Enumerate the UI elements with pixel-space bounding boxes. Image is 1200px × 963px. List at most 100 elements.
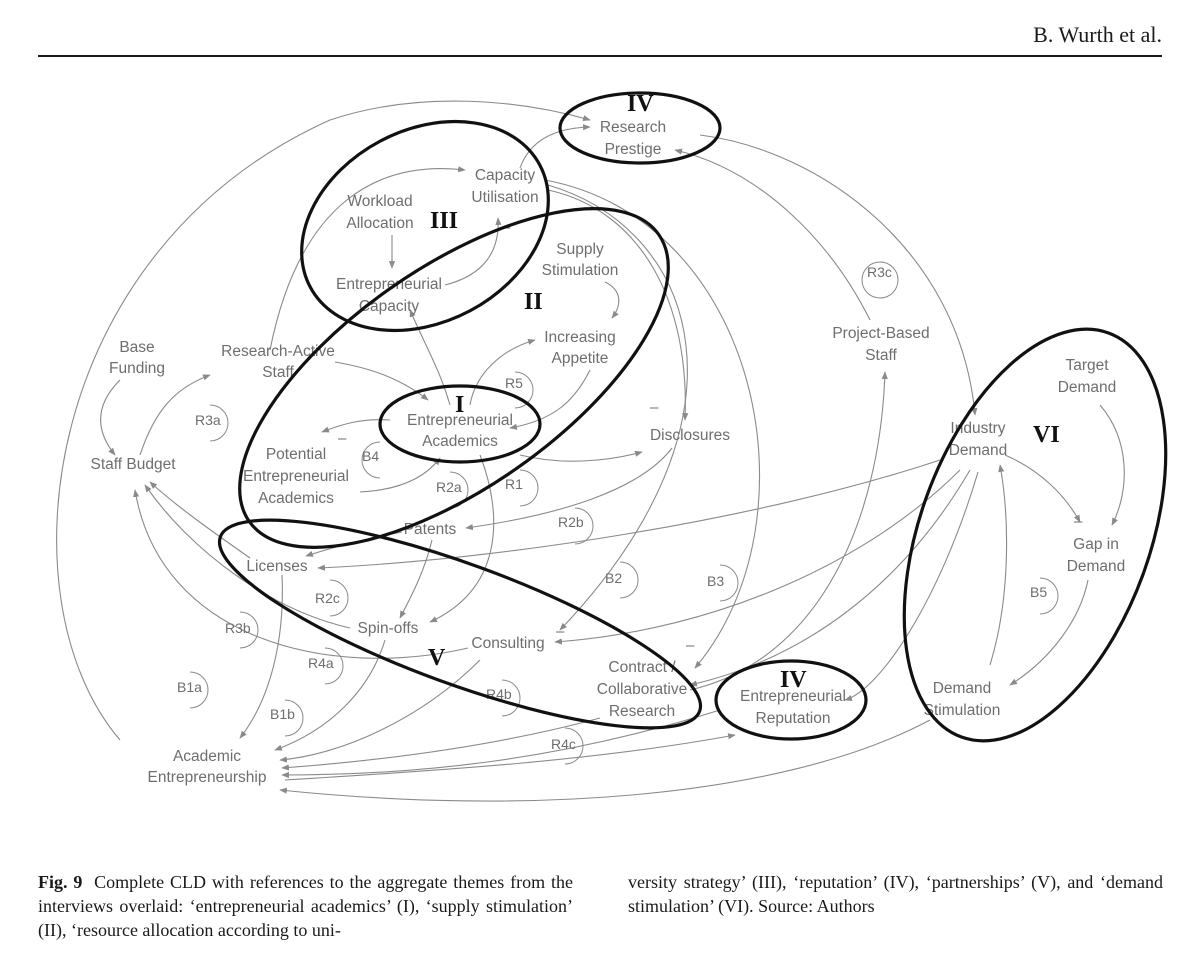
loop-R4c: R4c: [551, 727, 584, 765]
link-consulting-staff-budget: [133, 489, 469, 659]
node-spin-offs: Spin-offs: [358, 620, 419, 637]
theme-label-v: V: [428, 645, 446, 671]
link-project-based-research-prestige: [674, 148, 871, 321]
svg-text:R5: R5: [505, 375, 523, 391]
polarity-minus: –: [1074, 513, 1083, 530]
svg-text:B2: B2: [605, 570, 622, 586]
loop-R5: R5: [505, 371, 534, 409]
causal-links: [56, 100, 1125, 802]
theme-overlays: IV III II I V IV VI: [217, 91, 1168, 743]
polarity-minus: –: [650, 399, 659, 416]
theme-ellipse-i: [378, 384, 542, 464]
polarity-minus: –: [686, 637, 695, 654]
theme-ellipse-iv-bottom: [714, 659, 868, 741]
link-capacity-utilisation-disclosures: [547, 189, 689, 421]
svg-text:R2c: R2c: [315, 590, 340, 606]
loop-R4a: R4a: [308, 647, 344, 685]
theme-label-i: I: [455, 392, 464, 418]
link-consulting-academic-entrepreneurship: [279, 659, 481, 763]
link-industry-contract: [689, 469, 971, 687]
link-entrepreneurial-spin-offs: [429, 454, 495, 623]
link-industry-entrepreneurial-reputation: [844, 471, 979, 702]
link-target-gap: [1099, 404, 1125, 526]
causal-loop-diagram: R3c R5 R3a B4 R2a R1 R2b R2c B2 B3 R3b R…: [56, 91, 1168, 802]
theme-ellipse-iii: [300, 119, 550, 333]
figure-caption-left: Fig. 9 Complete CLD with references to t…: [38, 870, 573, 942]
theme-label-vi: VI: [1033, 422, 1060, 448]
loop-B1a: B1a: [177, 671, 209, 709]
link-demand-stimulation-industry: [989, 464, 1008, 666]
svg-text:R4c: R4c: [551, 736, 576, 752]
theme-label-iv-bottom: IV: [780, 667, 807, 693]
loop-B1b: B1b: [270, 699, 304, 737]
svg-text:R2b: R2b: [558, 514, 584, 530]
link-supply-increasing: [604, 281, 620, 319]
link-patents-spin-offs: [399, 539, 433, 619]
link-academic-entrepreneurship-research-prestige: [56, 100, 591, 741]
loop-B2: B2: [605, 561, 639, 599]
link-staff-budget-capacity-utilisation: [269, 166, 466, 351]
figure-label: Fig. 9: [38, 872, 83, 892]
link-potential-entrepreneurial: [359, 457, 441, 493]
loop-R3a: R3a: [195, 404, 229, 442]
link-entrepreneurial-capacity-capacity-utilisation: [444, 217, 502, 286]
link-demand-stimulation-academic-entrepreneurship: [279, 719, 931, 802]
link-base-funding-staff-budget: [100, 379, 121, 456]
link-entrepreneurial-capacity-back: [409, 309, 451, 406]
node-disclosures: Disclosures: [650, 427, 730, 444]
node-patents: Patents: [404, 521, 457, 538]
link-disclosures-patents: [465, 447, 673, 531]
link-capacity-utilisation-research-prestige: [519, 124, 591, 169]
svg-text:R2a: R2a: [436, 479, 462, 495]
figure-caption-right: versity strategy’ (III), ‘reputation’ (I…: [628, 870, 1163, 918]
node-consulting: Consulting: [471, 635, 544, 652]
loop-B5: B5: [1030, 577, 1059, 615]
svg-text:R1: R1: [505, 476, 523, 492]
svg-text:B4: B4: [362, 448, 379, 464]
link-capacity-utilisation-consulting: [547, 184, 688, 631]
link-industry-gap: [1004, 454, 1081, 523]
loop-R1: R1: [505, 469, 539, 507]
loop-R2b: R2b: [558, 507, 594, 545]
svg-text:R3a: R3a: [195, 412, 221, 428]
link-research-active-entrepreneurial: [334, 361, 429, 401]
theme-ellipse-iv-top: [558, 91, 722, 165]
svg-text:B1a: B1a: [177, 679, 202, 695]
loop-R3b: R3b: [225, 611, 259, 649]
loop-R2c: R2c: [315, 579, 349, 617]
link-research-prestige-industry: [699, 134, 978, 416]
svg-text:B5: B5: [1030, 584, 1047, 600]
svg-text:R3b: R3b: [225, 620, 251, 636]
node-licenses: Licenses: [246, 558, 307, 575]
caption-text-right: versity strategy’ (III), ‘reputation’ (I…: [628, 872, 1163, 916]
polarity-minus: –: [556, 623, 565, 640]
link-increasing-entrepreneurial: [509, 369, 591, 430]
link-contract-academic-entrepreneurship: [281, 717, 601, 771]
link-entrepreneurial-increasing: [469, 338, 536, 406]
loop-B3: B3: [707, 564, 739, 602]
header-author: B. Wurth et al.: [1033, 22, 1162, 47]
theme-label-iii: III: [430, 208, 458, 234]
link-licenses-staff-budget: [149, 481, 251, 559]
link-industry-licenses: [317, 459, 941, 571]
loop-markers: R3c R5 R3a B4 R2a R1 R2b R2c B2 B3 R3b R…: [177, 261, 1059, 765]
link-staff-budget-research-active: [139, 374, 211, 456]
node-staff-budget: Staff Budget: [90, 456, 176, 473]
theme-ellipse-v: [217, 518, 703, 730]
